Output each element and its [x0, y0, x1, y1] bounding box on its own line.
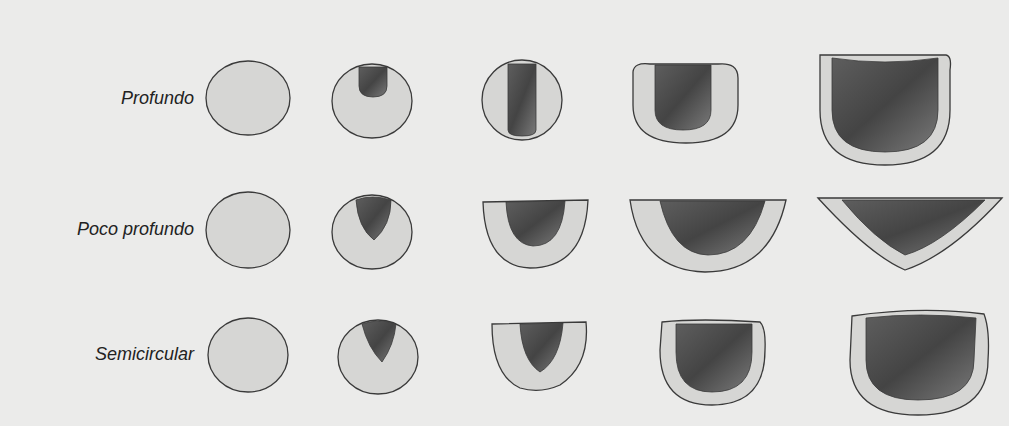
cavity: [660, 201, 765, 255]
sphere: [332, 64, 412, 138]
cavity: [866, 315, 976, 400]
cup-shape: [820, 55, 951, 165]
cup-shape: [660, 320, 765, 405]
sphere: [206, 61, 290, 135]
cup-shape: [492, 322, 586, 390]
bowl-shape: [818, 198, 1002, 270]
cavity: [359, 67, 387, 97]
cavity: [508, 64, 536, 136]
row-label: Poco profundo: [77, 218, 194, 240]
cavity: [676, 324, 752, 392]
cavity: [842, 200, 985, 255]
sphere: [338, 320, 418, 394]
cup-shape: [850, 310, 989, 415]
cavity: [506, 201, 565, 246]
bowl-shape: [630, 200, 786, 272]
cavity: [362, 321, 396, 362]
row-label: Semicircular: [95, 343, 194, 365]
cup-shape: [633, 64, 738, 143]
cavity: [520, 323, 563, 372]
row-label: Profundo: [121, 87, 194, 109]
sphere: [332, 195, 412, 269]
sphere: [208, 318, 288, 392]
sphere: [482, 60, 562, 140]
cavity: [655, 65, 711, 130]
cavity: [356, 197, 391, 240]
sphere: [206, 192, 290, 268]
cavity: [832, 58, 938, 152]
bowl-shape: [483, 200, 588, 268]
